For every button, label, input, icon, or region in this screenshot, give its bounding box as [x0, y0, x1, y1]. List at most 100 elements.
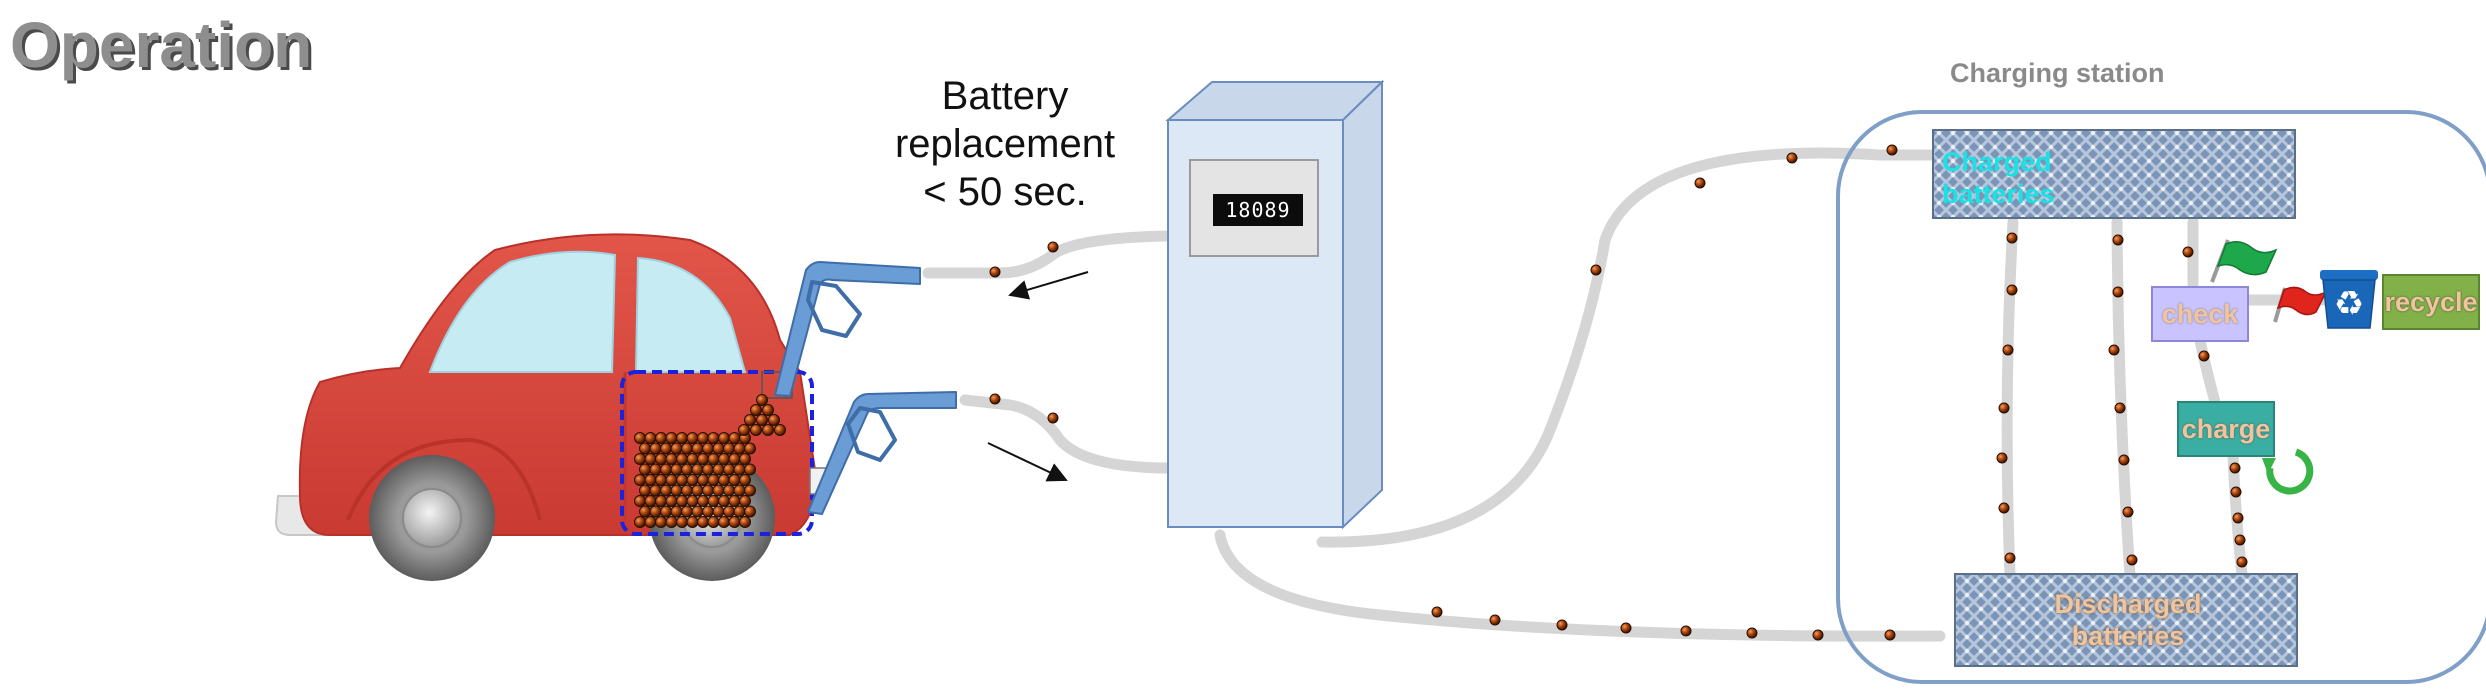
moving-battery	[989, 266, 1001, 278]
battery-cell	[686, 516, 699, 528]
check-label: check	[2161, 298, 2239, 329]
moving-battery	[2232, 512, 2244, 524]
battery-cell	[762, 424, 774, 436]
battery-cell	[660, 484, 672, 497]
headline-line-1: Battery	[941, 74, 1069, 118]
battery-cell	[634, 432, 646, 444]
dispenser-counter: 18089	[1213, 194, 1303, 226]
battery-cell	[639, 442, 651, 455]
battery-cell	[681, 484, 693, 497]
moving-battery	[2198, 350, 2210, 362]
battery-cell	[718, 474, 730, 486]
battery-dispenser	[1165, 79, 1385, 530]
battery-cell	[733, 442, 746, 455]
moving-battery	[2002, 344, 2014, 356]
battery-cell	[744, 463, 756, 476]
moving-battery	[1998, 502, 2010, 514]
battery-cell	[739, 453, 751, 465]
battery-cell	[644, 432, 657, 444]
charge-label: charge	[2181, 413, 2271, 444]
battery-cell	[665, 495, 678, 507]
battery-cell	[728, 516, 741, 528]
recycle-label: recycle	[2384, 286, 2478, 317]
battery-cell	[744, 484, 756, 497]
battery-cell	[707, 516, 720, 528]
battery-cell	[686, 495, 699, 507]
charged-label-line-2: batteries	[1942, 179, 2055, 209]
dispenser-side	[1342, 79, 1383, 530]
battery-cell	[660, 463, 672, 476]
car-wheel-front-hub	[402, 488, 462, 548]
battery-cell	[676, 432, 688, 444]
battery-cell	[728, 474, 741, 486]
headline-line-2: replacement	[894, 122, 1116, 166]
battery-cell	[744, 442, 756, 455]
moving-battery	[2234, 534, 2246, 546]
moving-battery	[2112, 234, 2124, 246]
battery-cell	[774, 424, 786, 436]
discharged-batteries-store	[1954, 573, 2298, 667]
battery-cell	[660, 442, 672, 455]
moving-battery	[1556, 619, 1568, 631]
car-wheel-arch-front	[346, 437, 542, 521]
battery-cell	[718, 432, 730, 444]
moving-battery	[1489, 614, 1501, 626]
headline: Battery replacement < 50 sec.	[860, 72, 1150, 216]
moving-battery	[2118, 454, 2130, 466]
charged-label-line-1: Charged	[1942, 147, 2052, 177]
moving-battery	[2230, 486, 2242, 498]
battery-cell	[670, 463, 683, 476]
charge-box	[2177, 401, 2275, 457]
battery-cell	[691, 484, 704, 497]
battery-cell	[739, 474, 751, 486]
moving-battery	[2122, 506, 2134, 518]
battery-cell	[644, 453, 657, 465]
battery-cell	[634, 474, 646, 486]
moving-battery	[2126, 554, 2138, 566]
charged-batteries-label: Charged batteries	[1942, 146, 2102, 210]
battery-cell	[681, 463, 693, 476]
moving-battery	[2114, 402, 2126, 414]
moving-battery	[1590, 264, 1602, 276]
discharged-label-line-1: Discharged	[2054, 589, 2202, 619]
battery-cell	[738, 424, 750, 436]
battery-cell	[707, 453, 720, 465]
battery-cell	[750, 404, 762, 416]
charged-batteries-store	[1932, 129, 2296, 219]
battery-cell	[665, 432, 678, 444]
moving-battery	[1886, 144, 1898, 156]
battery-cell	[644, 516, 657, 528]
moving-battery	[1998, 402, 2010, 414]
car-window-front	[428, 250, 617, 373]
battery-cell	[723, 505, 735, 518]
battery-cell	[644, 495, 657, 507]
battery-cell	[739, 495, 751, 507]
battery-cell	[655, 432, 667, 444]
battery-cell	[744, 414, 756, 426]
moving-battery	[1884, 629, 1896, 641]
moving-battery	[2006, 284, 2018, 296]
battery-cell	[750, 424, 762, 436]
battery-cell	[702, 505, 714, 518]
discharged-label-line-2: batteries	[2071, 621, 2185, 651]
moving-battery	[2112, 286, 2124, 298]
pipe-col-1	[2001, 216, 2019, 581]
check-box	[2151, 286, 2249, 342]
battery-cell	[702, 463, 714, 476]
discharged-batteries-label: Discharged batteries	[1958, 588, 2298, 652]
battery-cell	[639, 484, 651, 497]
battery-cell	[697, 453, 709, 465]
battery-cell	[649, 463, 662, 476]
moving-battery	[1746, 627, 1758, 639]
recycle-box	[2382, 274, 2480, 330]
battery-cell	[744, 505, 756, 518]
pipe-col-3b	[2194, 334, 2221, 408]
battery-cell	[733, 505, 746, 518]
battery-cell	[723, 463, 735, 476]
moving-battery	[2236, 556, 2248, 568]
page-title: Operation	[10, 9, 313, 81]
battery-cell	[686, 432, 699, 444]
moving-battery	[1812, 629, 1824, 641]
battery-cell	[712, 484, 725, 497]
